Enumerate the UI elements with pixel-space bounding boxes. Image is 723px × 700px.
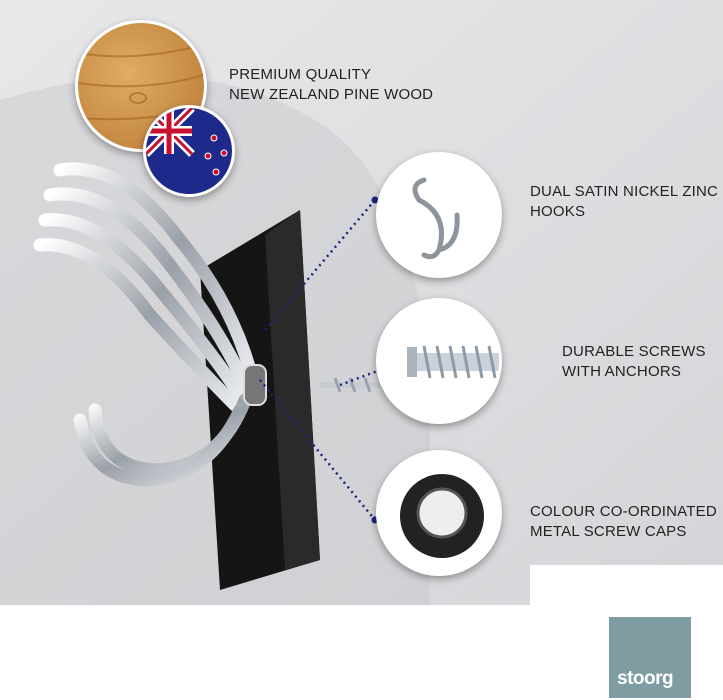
new-zealand-flag-icon [143,105,235,197]
feature-label-screws: DURABLE SCREWS WITH ANCHORS [562,342,706,382]
hook-icon [376,152,502,278]
feature-label-pine-wood: PREMIUM QUALITY NEW ZEALAND PINE WOOD [229,65,433,105]
feature-line: NEW ZEALAND PINE WOOD [229,86,434,103]
feature-line: WITH ANCHORS [562,363,682,380]
feature-line: METAL SCREW CAPS [530,523,687,540]
pine-wood-icon [75,20,207,152]
feature-label-screw-caps: COLOUR CO-ORDINATED METAL SCREW CAPS [530,502,717,542]
brand-name: stoorg [617,668,674,689]
feature-line: DURABLE SCREWS [562,343,706,360]
feature-line: DUAL SATIN NICKEL ZINC [530,183,719,200]
brand-logo: stoorg [609,617,691,698]
feature-line: HOOKS [530,203,586,220]
chrome-hook [33,162,257,487]
screw-icon [376,298,502,424]
feature-line: PREMIUM QUALITY [229,66,372,83]
screw-cap-icon [376,450,502,576]
feature-line: COLOUR CO-ORDINATED [530,503,717,520]
feature-label-hooks: DUAL SATIN NICKEL ZINC HOOKS [530,182,718,222]
